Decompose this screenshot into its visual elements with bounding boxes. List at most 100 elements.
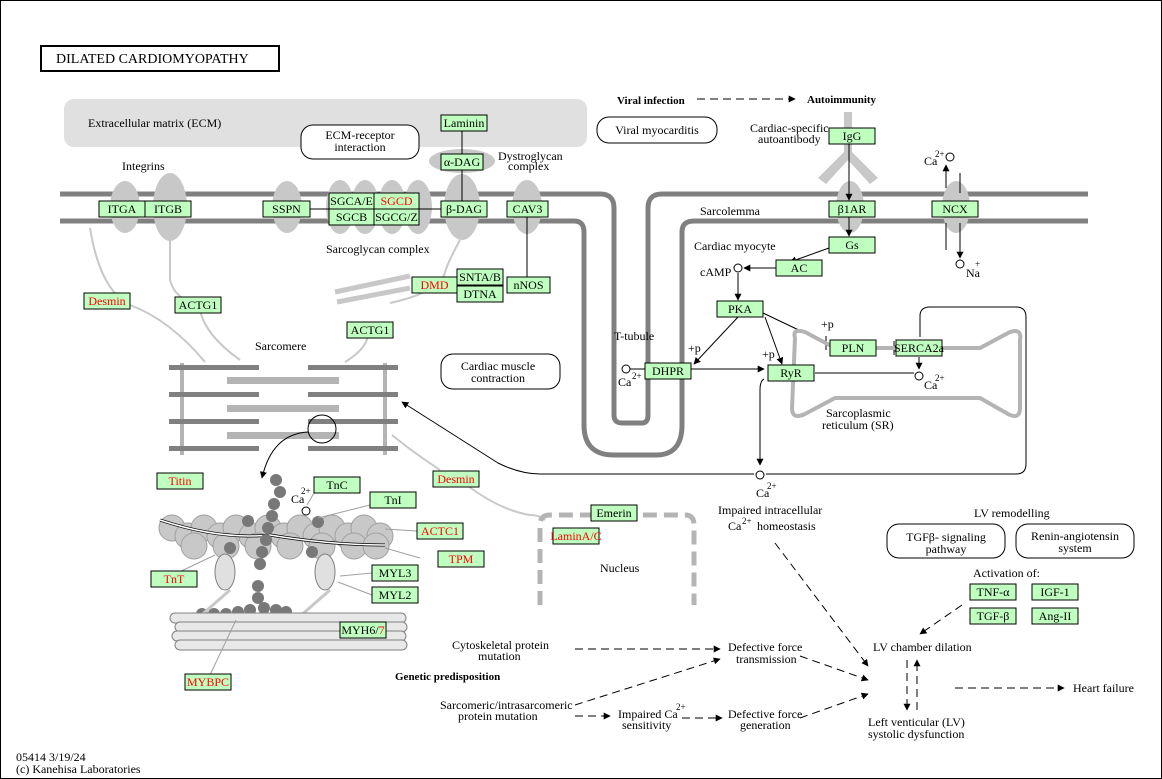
gene-tni[interactable]: TnI	[369, 491, 417, 509]
gene-box	[156, 472, 204, 490]
gene-ryr[interactable]: RyR	[767, 364, 815, 382]
sarcoglycan-label: Sarcoglycan complex	[326, 242, 430, 256]
gene-sgcb[interactable]: SGCB	[328, 208, 375, 226]
gene-ac[interactable]: AC	[775, 259, 823, 277]
gene-nnos[interactable]: nNOS	[506, 276, 551, 294]
sr-label-2: reticulum (SR)	[822, 418, 894, 432]
gene-myl3[interactable]: MYL3	[371, 564, 419, 582]
gene-serca2a[interactable]: SERCA2a	[894, 339, 945, 357]
gene-tnc[interactable]: TnC	[313, 476, 361, 494]
gene-angii[interactable]: Ang-II	[1031, 607, 1079, 625]
map-label: pathway	[926, 542, 967, 556]
gene-pka[interactable]: PKA	[716, 300, 764, 318]
gene-dtna[interactable]: DTNA	[456, 285, 504, 303]
phospho-label: +p	[688, 341, 701, 355]
map-renin-angiotensin[interactable]: Renin-angiotensin system	[1015, 523, 1135, 559]
gene-label: ITGA	[108, 202, 137, 216]
gene-box	[506, 200, 549, 218]
gene-label: SGCD	[380, 194, 412, 208]
ca-charge: 2+	[767, 481, 777, 491]
gene-dhpr[interactable]: DHPR	[644, 362, 692, 380]
gene-igg[interactable]: IgG	[828, 127, 876, 145]
gene-label: Laminin	[444, 116, 485, 130]
gene-actc1[interactable]: ACTC1	[416, 522, 464, 540]
gene-pln[interactable]: PLN	[829, 339, 877, 357]
map-viral-myocarditis[interactable]: Viral myocarditis	[596, 116, 718, 144]
gene-box	[828, 200, 876, 218]
gene-label: AC	[791, 261, 808, 275]
gene-box	[767, 364, 815, 382]
dft-label-1: Defective force	[728, 640, 802, 654]
na-label: Na	[966, 266, 981, 280]
map-label: contraction	[471, 371, 525, 385]
gene-actg1[interactable]: ACTG1	[174, 296, 222, 314]
na-charge: +	[975, 259, 980, 269]
gene-gs[interactable]: Gs	[828, 236, 876, 254]
gene-emerin[interactable]: Emerin	[590, 504, 638, 522]
gene-box	[346, 321, 394, 339]
gene-dmd[interactable]: DMD	[411, 276, 458, 294]
gene-desmin[interactable]: Desmin	[432, 470, 480, 488]
lv-dys-label-2: systolic dysfunction	[868, 727, 964, 741]
gene-tnfa[interactable]: TNF-α	[969, 583, 1017, 601]
gene-b1ar[interactable]: β1AR	[828, 200, 876, 218]
gene-box	[373, 208, 420, 226]
phospho-label: +p	[821, 317, 834, 331]
gene-box	[552, 527, 600, 545]
gene-label: β1AR	[838, 202, 867, 216]
gene-tnt[interactable]: TnT	[150, 570, 198, 588]
gene-label: ACTG1	[179, 298, 218, 312]
lv-remodelling-label: LV remodelling	[974, 506, 1050, 520]
sarcomeric-label-1: Sarcomeric/intrasarcomeric	[440, 698, 573, 712]
cyto-label-1: Cytoskeletal protein	[452, 638, 549, 652]
ions: Ca 2+ Na + Ca 2+ Ca 2+ Ca 2+ Ca 2+	[291, 149, 981, 516]
gene-titin[interactable]: Titin	[156, 472, 204, 490]
gene-itgb[interactable]: ITGB	[144, 200, 192, 218]
gene-adag[interactable]: α-DAG	[440, 153, 484, 171]
gene-box	[828, 236, 876, 254]
gene-sgcd[interactable]: SGCD	[373, 192, 420, 210]
lv-dys-label-1: Left venticular (LV)	[868, 715, 965, 729]
gene-label: DMD	[420, 278, 448, 292]
map-ecm-receptor[interactable]: ECM-receptor interaction	[300, 124, 420, 160]
sarcomeric-label-2: protein mutation	[458, 709, 538, 723]
map-tgfb-signaling[interactable]: TGFβ- signaling pathway	[886, 523, 1006, 559]
gene-box	[313, 476, 361, 494]
gene-mybpc[interactable]: MYBPC	[184, 673, 232, 691]
gene-nodes: ITGA ITGB SSPN SGCA/E SGCD SGCB SGCG/Z Laminin α…	[83, 114, 1079, 691]
gene-sspn[interactable]: SSPN	[262, 200, 311, 218]
gene-sgcae[interactable]: SGCA/E	[328, 192, 375, 210]
gene-label: SGCB	[336, 210, 367, 224]
autoantibody-label-1: Cardiac-specific	[750, 121, 829, 135]
map-cardiac-muscle-contraction[interactable]: Cardiac muscle contraction	[440, 353, 561, 390]
gene-sntab[interactable]: SNTA/B	[456, 268, 504, 286]
gene-label: TNF-α	[977, 585, 1011, 599]
t-tubule-label: T-tubule	[614, 329, 654, 343]
gene-label: Ang-II	[1039, 609, 1072, 623]
gene-laminin[interactable]: Laminin	[440, 114, 488, 132]
gene-box	[371, 564, 419, 582]
gene-bdag[interactable]: β-DAG	[440, 200, 488, 218]
gene-sgcgz[interactable]: SGCG/Z	[373, 208, 420, 226]
gene-box	[1031, 583, 1079, 601]
gene-myh6-7[interactable]: MYH6/7	[339, 621, 387, 639]
gene-actg1[interactable]: ACTG1	[346, 321, 394, 339]
gene-laminac[interactable]: LaminA/C	[550, 527, 602, 545]
dystroglycan-label-2: complex	[508, 159, 549, 173]
gene-box	[440, 153, 484, 171]
gene-desmin[interactable]: Desmin	[83, 292, 131, 310]
gene-igf1[interactable]: IGF-1	[1031, 583, 1079, 601]
gene-box	[828, 127, 876, 145]
gene-cav3[interactable]: CAV3	[506, 200, 549, 218]
gene-tgfb[interactable]: TGF-β	[969, 607, 1017, 625]
gene-box	[411, 276, 458, 294]
ca-label: Ca	[756, 486, 770, 500]
gene-tpm[interactable]: TPM	[437, 550, 485, 568]
page-title: DILATED CARDIOMYOPATHY	[56, 52, 249, 67]
gene-myl2[interactable]: MYL2	[371, 586, 419, 604]
gene-ncx[interactable]: NCX	[931, 200, 979, 218]
gene-box	[262, 200, 311, 218]
gene-box	[440, 200, 488, 218]
gene-itga[interactable]: ITGA	[98, 200, 146, 218]
